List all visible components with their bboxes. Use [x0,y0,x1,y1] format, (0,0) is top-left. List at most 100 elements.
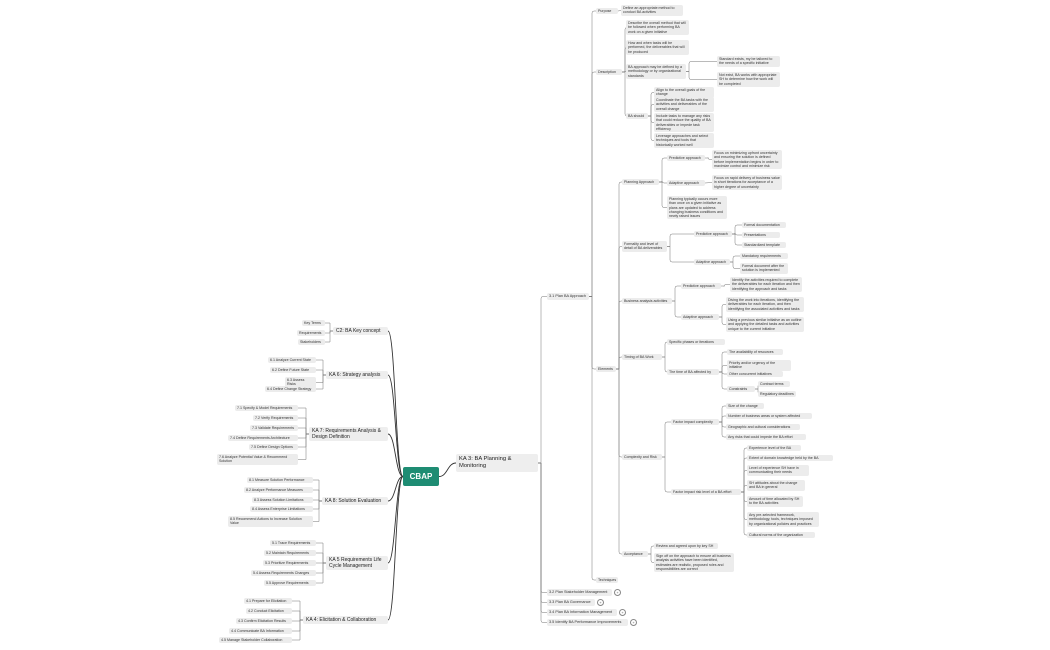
task-3-3[interactable]: 3.3 Plan BA Governance [547,599,595,606]
leaf-6-4[interactable]: 6.4 Define Change Strategy [265,386,316,393]
timing-2d2[interactable]: Regulatory deadlines [758,391,796,398]
leaf-8-5[interactable]: 8.5 Recommend Actions to Increase Soluti… [228,516,313,527]
timing-1[interactable]: Specific phases or iterations [667,339,725,346]
expand-icon[interactable]: + [597,599,604,606]
purpose-text[interactable]: Define an appropriate method to conduct … [621,5,683,16]
f-adapt-2[interactable]: Formal document after the solution is im… [740,263,788,274]
should-1[interactable]: Align to the overall goals of the change [654,87,714,98]
planning-approach-node[interactable]: Planning Approach [622,179,659,186]
topic-ka7-requirements-analysis[interactable]: KA 7: Requirements Analysis & Design Def… [309,427,388,441]
leaf-7-1[interactable]: 7.1 Specify & Model Requirements [235,405,298,412]
cx-2[interactable]: Number of business areas or system affec… [726,413,812,420]
cx-3[interactable]: Geographic and cultural considerations [726,424,800,431]
desc-3a[interactable]: Standard exists, my be tailored to the n… [717,56,780,67]
f-pred-2[interactable]: Presentations [742,232,780,239]
a-pred-text[interactable]: Identify the activities required to comp… [730,277,802,292]
leaf-stakeholders[interactable]: Stakeholders [298,339,325,346]
rk-4[interactable]: SH attitudes about the change and BA in … [747,480,805,491]
expand-icon[interactable]: + [614,589,621,596]
desc-1[interactable]: Describe the overall method that will be… [626,20,689,35]
f-adapt-1[interactable]: Mandatory requirements [740,253,788,260]
leaf-5-5[interactable]: 5.5 Approve Requirements [264,580,316,587]
leaf-4-2[interactable]: 4.2 Conduct Elicitation [246,608,292,615]
complexity-node[interactable]: Complexity and Risk [622,454,662,461]
timing-2a[interactable]: The availability of resources [727,349,783,356]
topic-c2-key-concept[interactable]: C2: BA Key concept [333,327,388,335]
pa-adaptive-text[interactable]: Focus on rapid delivery of business valu… [712,175,782,190]
leaf-8-1[interactable]: 8.1 Measure Solution Performance [247,477,313,484]
task-3-2[interactable]: 3.2 Plan Stakeholder Management [547,589,612,596]
expand-icon[interactable]: + [619,609,626,616]
timing-2c[interactable]: Other concurrent initiatives [727,371,783,378]
techniques-node[interactable]: Techniques [596,577,618,584]
acceptance-node[interactable]: Acceptance [622,551,648,558]
leaf-4-4[interactable]: 4.4 Communicate BA Information [229,628,292,635]
should-2[interactable]: Coordinate the BA tasks with the activit… [654,97,714,112]
pa-predictive[interactable]: Predictive approach [667,155,705,162]
f-pred-1[interactable]: Formal documentation [742,222,786,229]
leaf-7-4[interactable]: 7.4 Define Requirements Architecture [228,435,298,442]
rk-5[interactable]: Amount of time allocated by SH to the BA… [747,496,803,507]
a-adapt-1[interactable]: Diving the work into iterations, identif… [726,297,804,312]
f-pred-3[interactable]: Standardized template [742,242,786,249]
topic-ka8-solution-evaluation[interactable]: KA 8: Solution Evaluation [322,497,388,505]
ba-activities-node[interactable]: Business analysis activities [622,298,672,305]
timing-2b[interactable]: Priority and/or urgency of the initiativ… [727,360,791,371]
a-adaptive[interactable]: Adaptive approach [681,314,719,321]
desc-3[interactable]: BA approach may be defined by a methodol… [626,64,686,79]
cx-factors[interactable]: Factor impact complexity [671,419,719,426]
timing-2d1[interactable]: Contract terms [758,381,790,388]
leaf-5-2[interactable]: 5.2 Maintain Requirements [264,550,316,557]
acc-2[interactable]: Sign off on the approach to ensure all b… [654,553,734,573]
ba-should-node[interactable]: BA should [626,113,648,120]
topic-ka5-requirements-life-cycle[interactable]: KA 5 Requirements Life Cycle Management [326,556,388,570]
leaf-8-3[interactable]: 8.3 Assess Solution Limitations [252,497,313,504]
acc-1[interactable]: Review and agreed upon by key SH [654,543,718,550]
topic-ka6-strategy-analysis[interactable]: KA 6: Strategy analysis [326,371,388,379]
leaf-4-3[interactable]: 4.3 Confirm Elicitation Results [236,618,292,625]
f-predictive[interactable]: Predictive approach [694,231,732,238]
should-4[interactable]: Leverage approaches and select technique… [654,133,714,148]
a-predictive[interactable]: Predictive approach [681,283,721,290]
desc-2[interactable]: How and when tasks will be performed, th… [626,40,689,55]
cx-4[interactable]: Any risks that could impede the BA effor… [726,434,806,441]
rk-7[interactable]: Cultural norms of the organization [747,532,815,539]
leaf-key-terms[interactable]: Key Terms [302,320,325,327]
leaf-7-5[interactable]: 7.5 Define Design Options [249,444,298,451]
purpose-node[interactable]: Purpose [596,8,618,15]
leaf-7-2[interactable]: 7.2 Verify Requirements [253,415,298,422]
leaf-5-4[interactable]: 5.4 Assess Requirements Changes [251,570,316,577]
pa-adaptive[interactable]: Adaptive approach [667,180,705,187]
rk-2[interactable]: Extent of domain knowledge held by the B… [747,455,833,462]
timing-2d[interactable]: Constraints [727,386,755,393]
should-3[interactable]: Include tasks to manage any risks that c… [654,113,714,133]
leaf-6-1[interactable]: 6.1 Analyze Current State [268,357,316,364]
pa-planning-text[interactable]: Planning typically occurs more than once… [667,196,727,220]
leaf-8-2[interactable]: 8.2 Analyze Performance Measures [244,487,313,494]
elements-node[interactable]: Elements [596,366,616,373]
desc-3b[interactable]: Not exist, BA works with appropriate SH … [717,72,780,87]
expand-icon[interactable]: + [630,619,637,626]
leaf-7-3[interactable]: 7.3 Validate Requirements [250,425,298,432]
rk-3[interactable]: Level of experience SH have in communica… [747,465,809,476]
leaf-6-3[interactable]: 6.3 Assess Risks [285,377,316,388]
rk-1[interactable]: Experience level of the BA [747,445,801,452]
task-3-1[interactable]: 3.1 Plan BA Approach [547,293,589,300]
timing-2[interactable]: The time of BA affected by [667,369,719,376]
topic-ka3-ba-planning[interactable]: KA 3: BA Planning & Monitoring [456,454,538,472]
leaf-4-1[interactable]: 4.1 Prepare for Elicitation [244,598,292,605]
leaf-8-4[interactable]: 8.4 Assess Enterprise Limitations [250,506,313,513]
pa-predictive-text[interactable]: Focus on minimizing upfront uncertainty … [712,150,782,170]
timing-node[interactable]: Timing of BA Work [622,354,662,361]
topic-ka4-elicitation-collaboration[interactable]: KA 4: Elicitation & Collaboration [303,616,388,624]
leaf-5-3[interactable]: 5.3 Prioritize Requirements [263,560,316,567]
task-3-4[interactable]: 3.4 Plan BA Information Management [547,609,617,616]
rk-6[interactable]: Any pre-selected framework, methodology,… [747,512,819,527]
description-node[interactable]: Description [596,69,622,76]
leaf-4-5[interactable]: 4.5 Manage Stakeholder Collaboration [219,637,292,644]
leaf-requirements[interactable]: Requirements [297,330,325,337]
a-adapt-2[interactable]: Using a previous similar initiative as a… [726,317,804,332]
cx-1[interactable]: Size of the change [726,403,764,410]
cx-risk[interactable]: Factor impact risk level of a BA effort [671,489,741,496]
root-node[interactable]: CBAP [403,467,439,486]
